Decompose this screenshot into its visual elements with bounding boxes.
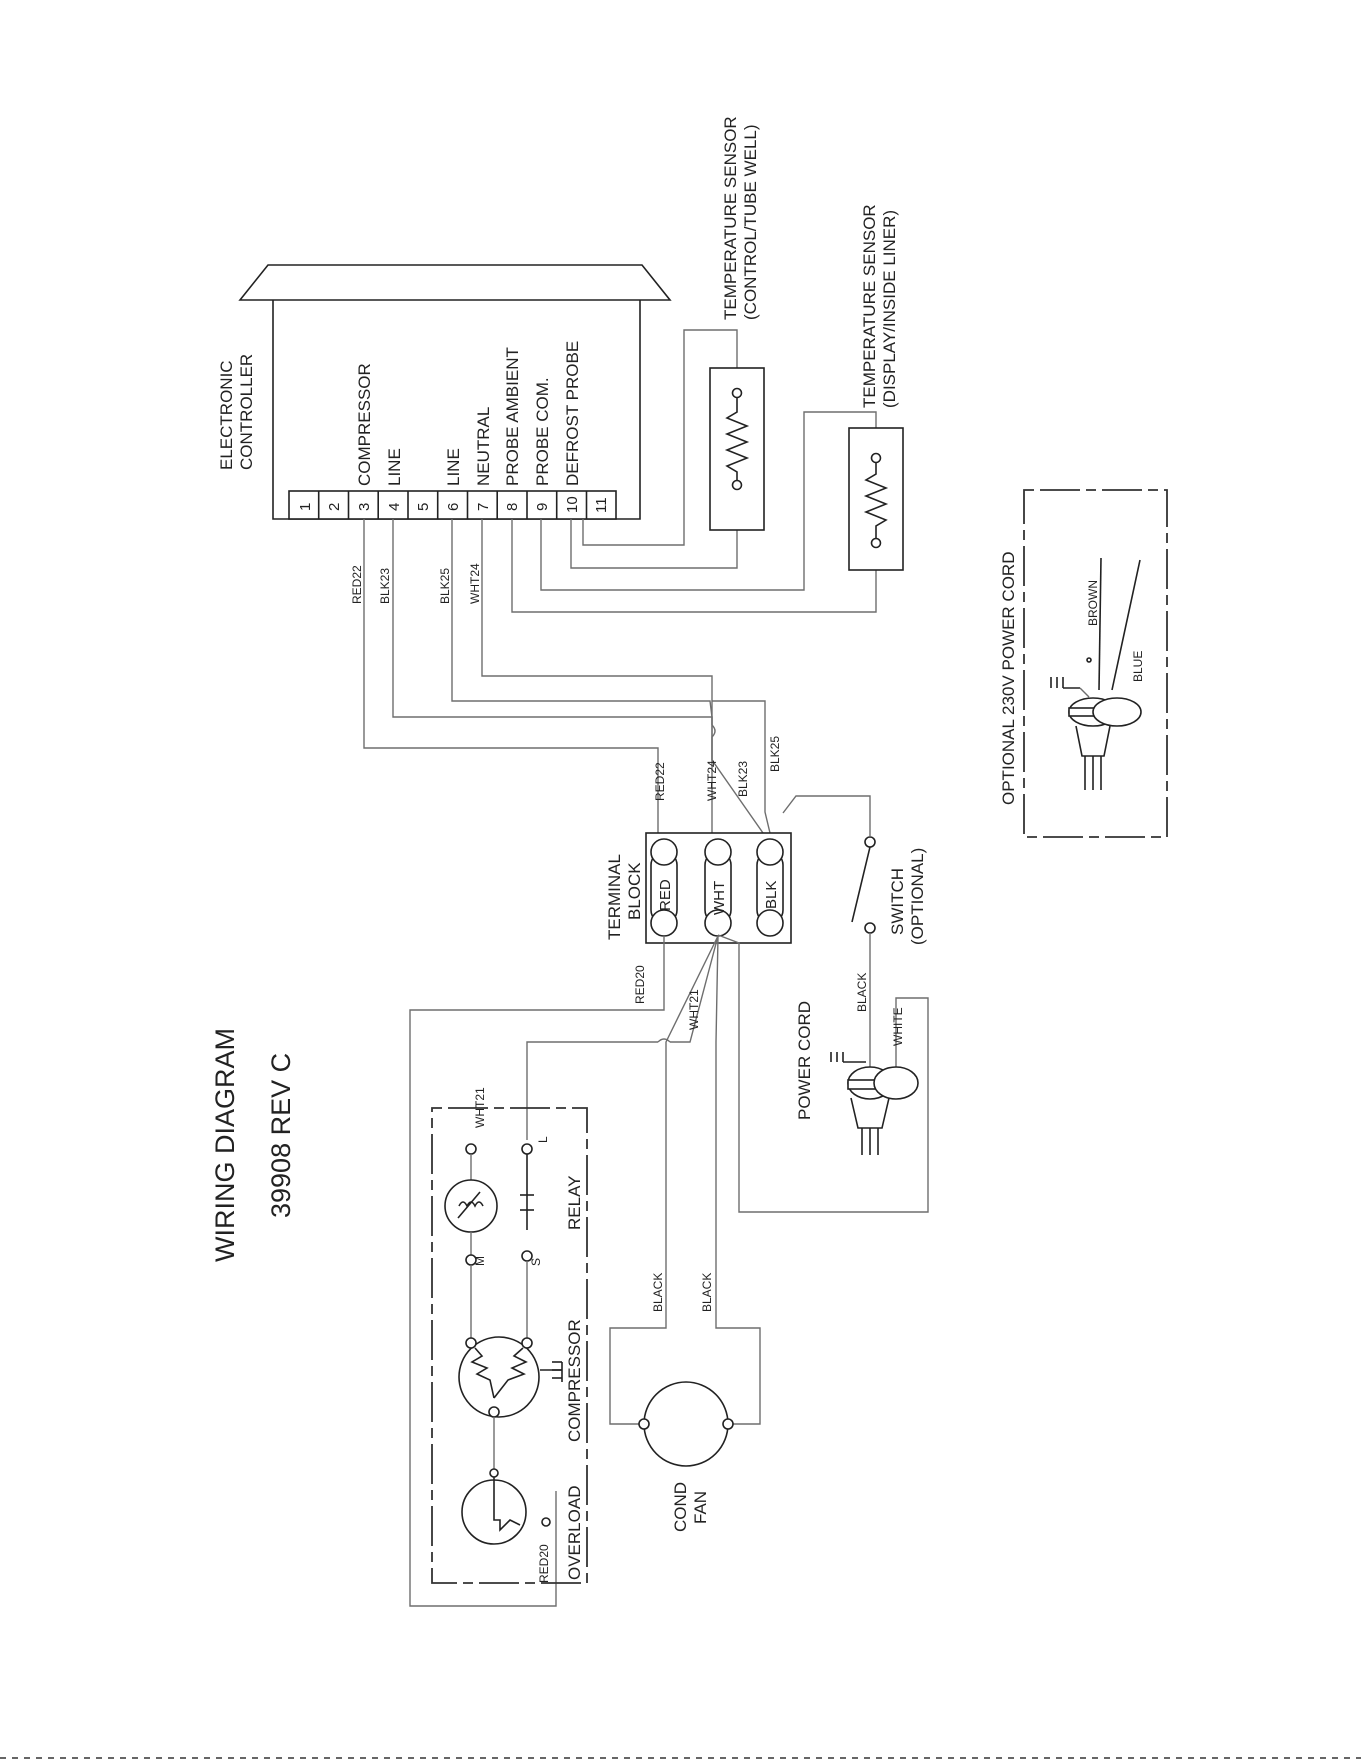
optional-power-cord-box: BROWN BLUE <box>1023 489 1168 838</box>
function-probe-ambient: PROBE AMBIENT <box>503 347 522 486</box>
function-line-4: LINE <box>385 448 404 486</box>
wire-label-wht21: WHT21 <box>687 989 701 1030</box>
controller-terminal-strip <box>317 491 588 519</box>
terminal-block <box>645 832 792 944</box>
relay-l-label: L <box>536 1136 550 1143</box>
sensor-control <box>709 367 765 531</box>
switch-label: SWITCH <box>888 868 907 935</box>
wire-label-blue: BLUE <box>1131 651 1145 682</box>
wire-label-brown: BROWN <box>1086 580 1100 626</box>
controller-wiring <box>363 329 877 834</box>
optional-power-cord-label: OPTIONAL 230V POWER CORD <box>999 552 1018 805</box>
electronic-controller: 1 2 3 4 5 6 7 8 9 10 11 ELECTRONIC CONTR… <box>217 264 672 520</box>
controller-terminal-2: 2 <box>326 503 343 511</box>
relay-label: RELAY <box>565 1176 584 1231</box>
wire-label-red22-top: RED22 <box>350 565 364 604</box>
compressor-label: COMPRESSOR <box>565 1319 584 1442</box>
wire-label-black-fan-2: BLACK <box>700 1273 714 1312</box>
relay-m-label: M <box>473 1256 487 1266</box>
controller-terminal-8: 8 <box>504 503 521 511</box>
controller-label: ELECTRONIC <box>217 360 236 470</box>
wire-label-black-cord: BLACK <box>855 973 869 1012</box>
function-neutral: NEUTRAL <box>474 407 493 486</box>
overload-label: OVERLOAD <box>565 1486 584 1580</box>
controller-terminal-1: 1 <box>297 503 314 511</box>
controller-terminal-7: 7 <box>475 503 492 511</box>
diagram-revision: 39908 REV C <box>266 1053 296 1218</box>
terminal-block-label: TERMINAL <box>605 854 624 940</box>
wire-label-red20-overload: RED20 <box>537 1544 551 1583</box>
sensor-control-label: TEMPERATURE SENSOR <box>721 116 740 320</box>
wire-label-wht24-top: WHT24 <box>468 563 482 604</box>
sensor-display <box>848 427 904 571</box>
controller-terminal-10: 10 <box>564 496 581 513</box>
wire-label-blk25-tb: BLK25 <box>768 736 782 772</box>
fan-label: COND <box>671 1482 690 1532</box>
terminal-block-label-2: BLOCK <box>625 862 644 920</box>
wire-label-red20: RED20 <box>633 965 647 1004</box>
controller-label-2: CONTROLLER <box>237 354 256 470</box>
terminal-blk: BLK <box>763 881 780 909</box>
function-probe-com: PROBE COM. <box>533 377 552 486</box>
wire-label-blk23-top: BLK23 <box>378 568 392 604</box>
wire-label-red22-tb: RED22 <box>653 762 667 801</box>
sensor-display-label-2: (DISPLAY/INSIDE LINER) <box>880 210 899 408</box>
terminal-wht: WHT <box>711 881 728 915</box>
wire-label-black-fan-1: BLACK <box>651 1273 665 1312</box>
condenser-fan <box>638 1381 734 1467</box>
function-line-6: LINE <box>444 448 463 486</box>
power-cord-label: POWER CORD <box>795 1001 814 1120</box>
relay: L M S <box>444 1136 550 1266</box>
controller-terminal-11: 11 <box>593 497 610 513</box>
compressor <box>458 1261 563 1418</box>
wire-label-wht21-relay: WHT21 <box>473 1087 487 1128</box>
switch <box>782 795 876 1000</box>
controller-terminal-6: 6 <box>445 503 462 511</box>
wire-label-white-cord: WHITE <box>891 1007 905 1046</box>
fan-label-2: FAN <box>691 1491 710 1524</box>
terminal-red: RED <box>657 879 674 911</box>
controller-terminal-4: 4 <box>386 503 403 511</box>
sensor-control-label-2: (CONTROL/TUBE WELL) <box>741 124 760 320</box>
controller-terminal-3: 3 <box>356 503 373 511</box>
function-compressor: COMPRESSOR <box>355 363 374 486</box>
wire-label-blk23-tb: BLK23 <box>736 761 750 797</box>
relay-s-label: S <box>529 1258 543 1266</box>
overload <box>461 1417 551 1545</box>
wire-label-blk25-top: BLK25 <box>438 568 452 604</box>
function-defrost-probe: DEFROST PROBE <box>563 341 582 486</box>
diagram-title: WIRING DIAGRAM <box>210 1028 240 1262</box>
sensor-display-label: TEMPERATURE SENSOR <box>860 204 879 408</box>
power-cord: BLACK WHITE <box>717 934 929 1213</box>
wire-label-wht24-tb: WHT24 <box>705 760 719 801</box>
controller-terminal-5: 5 <box>415 503 432 511</box>
switch-label-2: (OPTIONAL) <box>908 848 927 945</box>
component-box: L M S WHT21 RELAY COMPRESSOR <box>431 1087 588 1584</box>
controller-terminal-9: 9 <box>534 503 551 511</box>
